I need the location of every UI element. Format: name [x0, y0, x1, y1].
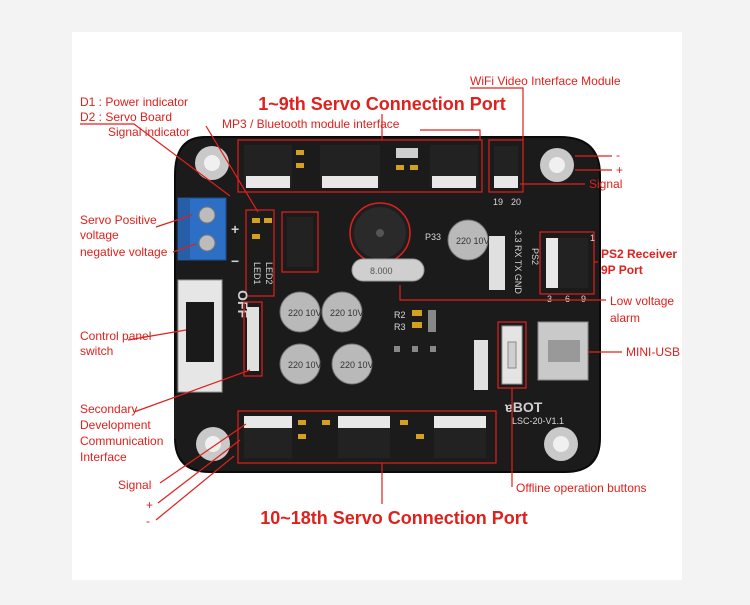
mounting-hole-bottom-left: [196, 427, 230, 461]
label-d1: D1 : Power indicator: [80, 95, 188, 109]
label-servo-pos-1: Servo Positive: [80, 213, 157, 227]
mounting-hole-top-left: [195, 146, 229, 180]
mini-usb-port: [537, 321, 589, 381]
silk-plus: +: [231, 221, 239, 237]
label-signal-right: Signal: [589, 177, 622, 191]
label-mini-usb: MINI-USB: [626, 345, 680, 359]
silk-led2: LED2: [264, 262, 274, 285]
capacitor-3: 220 10V: [279, 343, 322, 385]
servo-board: 19 20 3.3 RX TX GND PS2 3 6 9 1 P33 8.00…: [174, 136, 601, 473]
label-servo-pos-2: voltage: [80, 228, 119, 242]
label-plus-left: +: [146, 498, 153, 512]
low-voltage-header: [474, 340, 488, 390]
silk-cap-1: 220 10V: [288, 308, 322, 318]
resistors: R2 R3: [394, 310, 436, 332]
label-minus-right: -: [616, 148, 620, 162]
silk-6: 6: [565, 294, 570, 304]
power-switch: OFF: [177, 279, 251, 393]
silk-minus: −: [231, 253, 239, 269]
label-control-2: switch: [80, 344, 113, 358]
silk-p33: P33: [425, 232, 441, 242]
silk-20: 20: [511, 197, 521, 207]
buzzer: P33: [349, 202, 441, 264]
silk-rxtx: 3.3 RX TX GND: [513, 230, 523, 294]
label-signal-left: Signal: [118, 478, 151, 492]
servo-header-top: [237, 139, 483, 193]
crystal: 8.000: [351, 258, 425, 282]
label-wifi: WiFi Video Interface Module: [470, 74, 621, 88]
silk-9: 9: [581, 294, 586, 304]
silk-3: 3: [547, 294, 552, 304]
label-secondary-4: Interface: [80, 450, 127, 464]
label-offline: Offline operation buttons: [516, 481, 647, 495]
mp3-header: [281, 211, 319, 273]
label-ps2-1: PS2 Receiver: [601, 247, 677, 261]
capacitor-1: 220 10V: [279, 291, 322, 333]
label-neg-voltage: negative voltage: [80, 245, 168, 259]
silk-cap-2: 220 10V: [330, 308, 364, 318]
capacitor-top-right: 220 10V: [447, 219, 490, 261]
silk-r2: R2: [394, 310, 406, 320]
silk-brand: ɐBOT: [504, 399, 543, 415]
led-area: LED2 LED1: [245, 209, 275, 297]
silk-19: 19: [493, 197, 503, 207]
silk-1: 1: [590, 233, 595, 243]
silk-ps2: PS2: [530, 248, 540, 265]
secondary-interface-header: [243, 301, 263, 377]
silk-cap-4: 220 10V: [340, 360, 374, 370]
label-d2-line1: D2 : Servo Board: [80, 110, 172, 124]
silk-cap-top-right: 220 10V: [456, 236, 490, 246]
silk-r3: R3: [394, 322, 406, 332]
ps2-header: PS2 3 6 9 1: [530, 231, 595, 304]
label-bottom-port: 10~18th Servo Connection Port: [260, 508, 528, 528]
label-top-port: 1~9th Servo Connection Port: [258, 94, 506, 114]
silk-led1: LED1: [252, 262, 262, 285]
silk-cap-3: 220 10V: [288, 360, 322, 370]
label-secondary-2: Development: [80, 418, 151, 432]
silk-model: LSC-20-V1.1: [512, 416, 564, 426]
servo-header-bottom: [237, 410, 497, 464]
silk-crystal: 8.000: [370, 266, 393, 276]
power-terminal: + −: [177, 197, 239, 269]
chip-area: [394, 346, 436, 352]
label-control-1: Control panel: [80, 329, 151, 343]
leader-lines: [80, 87, 622, 521]
wifi-header: 19 20: [488, 139, 524, 207]
label-ps2-2: 9P Port: [601, 263, 643, 277]
label-mp3: MP3 / Bluetooth module interface: [222, 117, 400, 131]
label-d2-line2: Signal indicator: [108, 125, 190, 139]
label-minus-left: -: [146, 514, 150, 528]
label-low-1: Low voltage: [610, 294, 674, 308]
capacitor-4: 220 10V: [331, 343, 374, 385]
label-low-2: alarm: [610, 311, 640, 325]
label-plus-right: +: [616, 163, 623, 177]
label-secondary-1: Secondary: [80, 402, 137, 416]
capacitor-2: 220 10V: [321, 291, 364, 333]
mounting-hole-bottom-right: [544, 427, 578, 461]
mounting-hole-top-right: [540, 148, 574, 182]
offline-button: [497, 321, 527, 389]
uart-header: 3.3 RX TX GND: [489, 230, 523, 294]
label-secondary-3: Communication: [80, 434, 163, 448]
